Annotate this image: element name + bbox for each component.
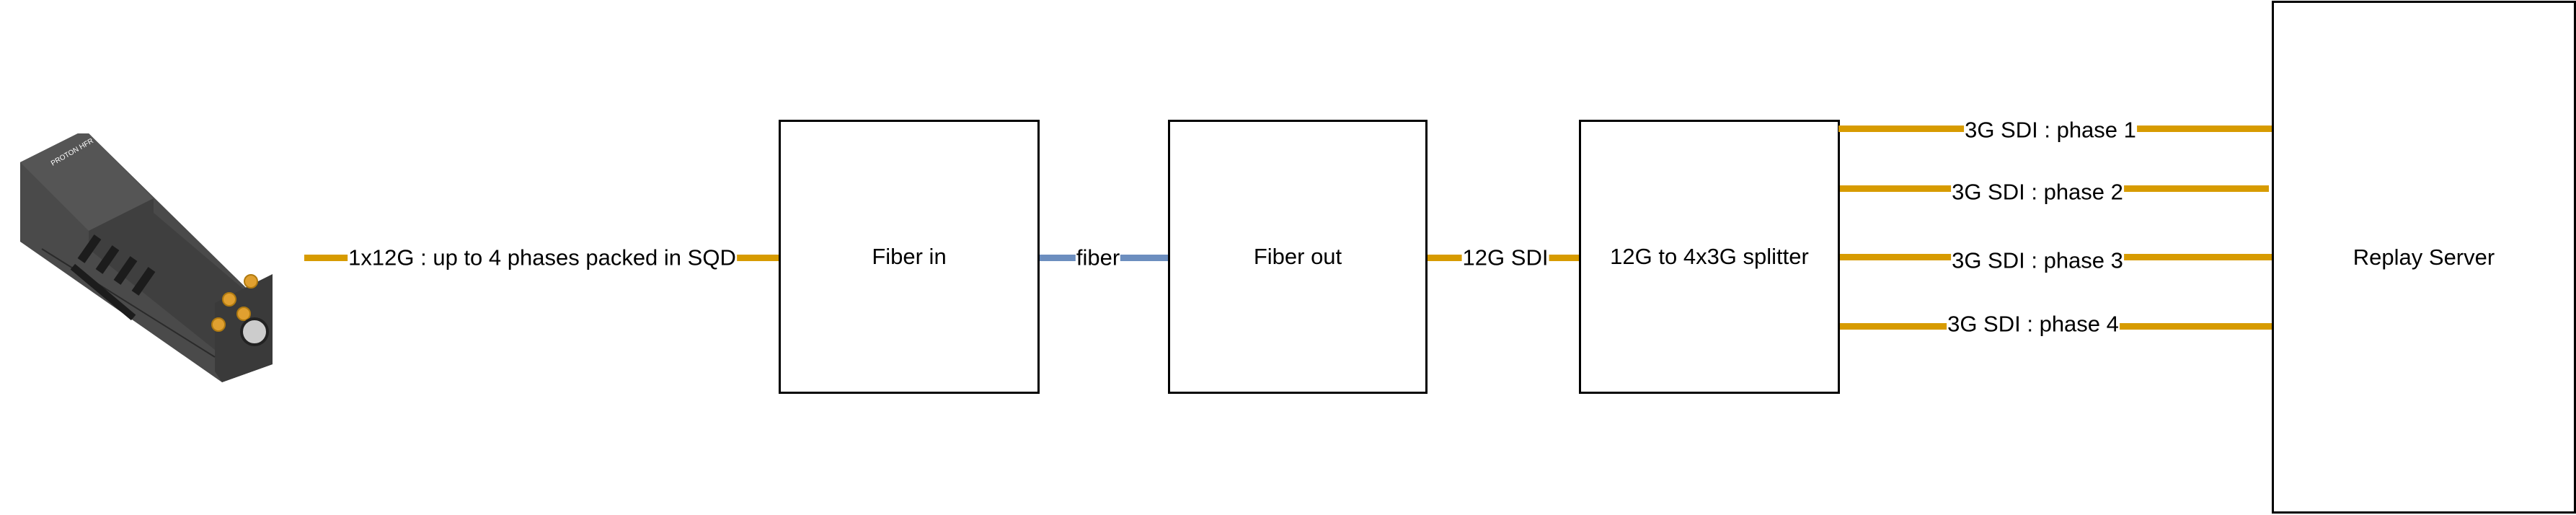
phase-3-label: 3G SDI : phase 3 xyxy=(1951,247,2124,273)
fiber-in-node[interactable]: Fiber in xyxy=(779,120,1040,394)
sdi-12g-link-label: 12G SDI xyxy=(1461,245,1549,270)
replay-server-node[interactable]: Replay Server xyxy=(2272,1,2576,514)
fiber-in-label: Fiber in xyxy=(872,244,947,269)
camera-image: PROTON HFR xyxy=(20,133,273,382)
phase-1-label: 3G SDI : phase 1 xyxy=(1964,117,2137,143)
replay-server-label: Replay Server xyxy=(2353,244,2495,270)
fiber-link-label: fiber xyxy=(1075,245,1121,270)
fiber-out-node[interactable]: Fiber out xyxy=(1168,120,1428,394)
fiber-out-label: Fiber out xyxy=(1253,244,1342,269)
splitter-label: 12G to 4x3G splitter xyxy=(1610,244,1809,269)
phase-4-label: 3G SDI : phase 4 xyxy=(1947,311,2120,337)
camera-link-label: 1x12G : up to 4 phases packed in SQD xyxy=(348,245,737,270)
splitter-node[interactable]: 12G to 4x3G splitter xyxy=(1579,120,1840,394)
phase-2-label: 3G SDI : phase 2 xyxy=(1951,179,2124,205)
